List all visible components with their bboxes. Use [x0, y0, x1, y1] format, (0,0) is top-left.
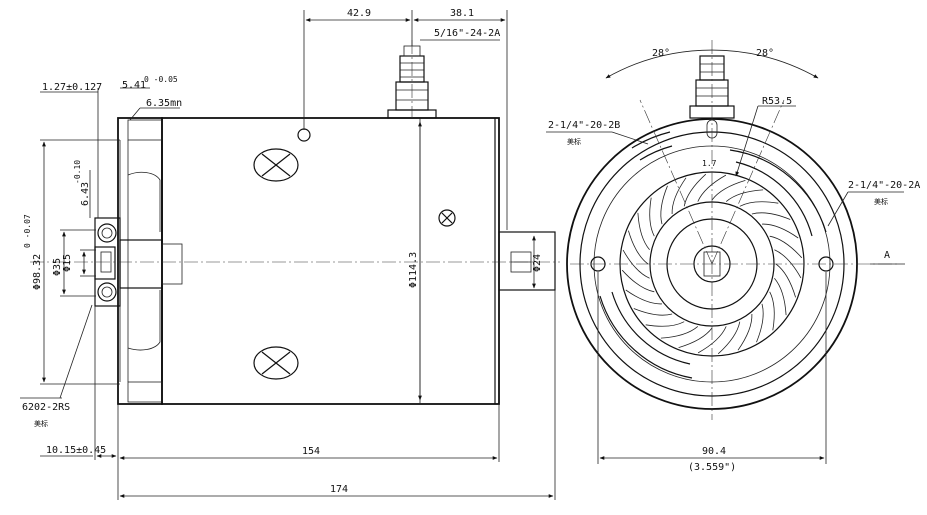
dim-hole-spacing-in: (3.559") [688, 462, 736, 473]
dim-terminal-thread: 5/16"-24-2A [434, 28, 500, 39]
dim-shaft-dia-tol: -0.10 [73, 160, 82, 184]
fan-blade [645, 321, 685, 327]
dim-pilot-dia: Φ35 [52, 258, 63, 276]
bearing-label-cjk: 美标 [34, 419, 48, 428]
dim-angle-left: 28° [652, 48, 670, 59]
dim-shaft-end-dia: Φ15 [62, 254, 73, 272]
dim-body-length: 154 [302, 446, 320, 457]
fan-blade [717, 321, 741, 355]
fan-blade [697, 174, 727, 202]
dim-body-dia: Φ114.3 [408, 252, 419, 288]
fan-blade [697, 326, 727, 354]
dim-overall-length: 174 [330, 484, 348, 495]
small-hole [297, 128, 311, 142]
fan-blade [637, 212, 650, 251]
fan-blade [671, 177, 687, 215]
side-view: 42.9 38.1 5/16"-24-2A 1.27±0.127 5.41 0 … [20, 8, 560, 500]
dim-42-9: 42.9 [347, 8, 371, 19]
dim-angle-right: 28° [756, 48, 774, 59]
dim-thread-left: 2-1/4"-20-2B [548, 120, 620, 131]
fan-blade [633, 308, 673, 316]
dim-pilot-length: 10.15±0.45 [46, 445, 106, 456]
bearing-label: 6202-2RS [22, 402, 70, 413]
fan-blade [775, 263, 796, 298]
fan-blade [660, 185, 668, 225]
section-mark: A [884, 250, 890, 261]
fan-blade [769, 235, 803, 259]
fan-blade [683, 173, 707, 207]
cross-hole-small [438, 209, 456, 227]
fan-blade [769, 291, 775, 331]
fan-blade [649, 197, 655, 237]
thread-left-cjk: 美标 [567, 137, 581, 146]
dim-radius: R53.5 [762, 96, 792, 107]
motor-body [161, 117, 500, 405]
dim-rear-boss-dia: Φ24 [532, 254, 543, 272]
fan-blade [737, 313, 753, 351]
fan-blade [625, 289, 663, 305]
fan-blade [660, 326, 699, 339]
end-view: 28° 28° 2-1/4"-20-2B 美标 R53.5 1.7 2-1/4"… [546, 40, 920, 473]
rear-boss [498, 231, 556, 291]
shaft [119, 239, 183, 289]
dim-key-depth: 5.41 [122, 80, 146, 91]
fan-blade [739, 201, 779, 207]
front-end-cap [117, 117, 163, 405]
fan-blade [761, 223, 799, 239]
dim-shaft-offset: 1.27±0.127 [42, 82, 102, 93]
dim-small-angle: 1.7 [702, 159, 717, 168]
dim-flange-dia: Φ98.32 [32, 254, 43, 290]
dim-key-depth-tol: 0 -0.05 [144, 75, 178, 84]
dim-shaft-dia: 6.43 [80, 182, 91, 206]
fan-blade [751, 212, 791, 220]
dim-thread-right: 2-1/4"-20-2A [848, 180, 920, 191]
thread-right-cjk: 美标 [874, 197, 888, 206]
fan-blade [774, 277, 787, 316]
fan-blade [774, 249, 802, 279]
fan-blade [678, 327, 713, 348]
fan-blades [621, 173, 803, 355]
fan-blade [622, 249, 650, 279]
dim-hole-spacing: 90.4 [702, 446, 726, 457]
cross-hole-bottom [253, 346, 299, 380]
dim-key-width: 6.35mn [146, 98, 182, 109]
fan-blade [628, 230, 649, 265]
fan-blade [725, 189, 764, 202]
dim-flange-dia-tol: 0 -0.07 [23, 214, 32, 248]
fan-blade [621, 269, 655, 293]
fan-blade [711, 180, 746, 201]
fan-blade [756, 303, 764, 343]
dim-38-1: 38.1 [450, 8, 474, 19]
cross-hole-top [253, 148, 299, 182]
